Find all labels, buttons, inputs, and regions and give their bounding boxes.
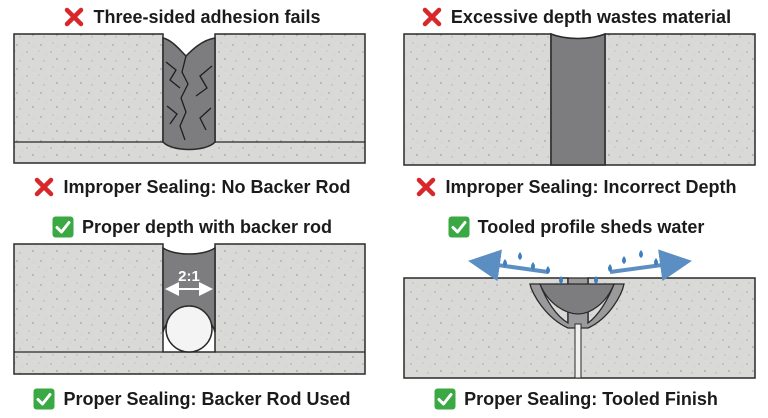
cross-icon (417, 177, 436, 197)
panel-1-bottom-caption: Improper Sealing: No Backer Rod (0, 172, 384, 202)
water-runoff-arrow-left (468, 249, 549, 282)
check-icon (448, 216, 470, 238)
panel-1-top-caption: Three-sided adhesion fails (0, 2, 384, 32)
sealant-cracks (165, 55, 213, 141)
panel-no-backer-rod (13, 33, 366, 164)
caption-text: Proper depth with backer rod (81, 216, 333, 237)
panel-backer-rod: 2:1 (13, 243, 366, 375)
joint-gap (574, 323, 582, 379)
cross-icon (422, 7, 442, 27)
backer-rod (165, 305, 213, 353)
check-icon (434, 388, 456, 410)
caption-text: Tooled profile sheds water (477, 216, 705, 237)
panel-3-top-caption: Proper depth with backer rod (0, 212, 384, 242)
width-depth-ratio-label: 2:1 (178, 268, 200, 285)
caption-text: Proper Sealing: Backer Rod Used (63, 388, 351, 409)
check-icon (52, 216, 74, 238)
concave-tooled-surface (539, 283, 615, 315)
caption-text: Improper Sealing: No Backer Rod (63, 176, 351, 197)
caption-text: Improper Sealing: Incorrect Depth (445, 176, 737, 197)
cross-icon (65, 7, 84, 27)
water-runoff-arrow-right (609, 249, 692, 282)
panel-4-top-caption: Tooled profile sheds water (384, 212, 768, 242)
panel-4-bottom-caption: Proper Sealing: Tooled Finish (384, 384, 768, 414)
caption-text: Three-sided adhesion fails (93, 6, 321, 27)
caption-text: Proper Sealing: Tooled Finish (464, 388, 718, 409)
cross-icon (35, 177, 54, 197)
panel-2-bottom-caption: Improper Sealing: Incorrect Depth (384, 172, 768, 202)
check-icon (33, 388, 55, 410)
panel-2-top-caption: Excessive depth wastes material (384, 2, 768, 32)
panel-tooled-finish (403, 249, 756, 379)
deep-sealant-fill (550, 32, 606, 166)
water-droplets (503, 250, 658, 284)
panel-incorrect-depth (403, 32, 756, 166)
panel-3-bottom-caption: Proper Sealing: Backer Rod Used (0, 384, 384, 414)
caption-text: Excessive depth wastes material (450, 6, 732, 27)
sealant-fill (162, 37, 216, 151)
